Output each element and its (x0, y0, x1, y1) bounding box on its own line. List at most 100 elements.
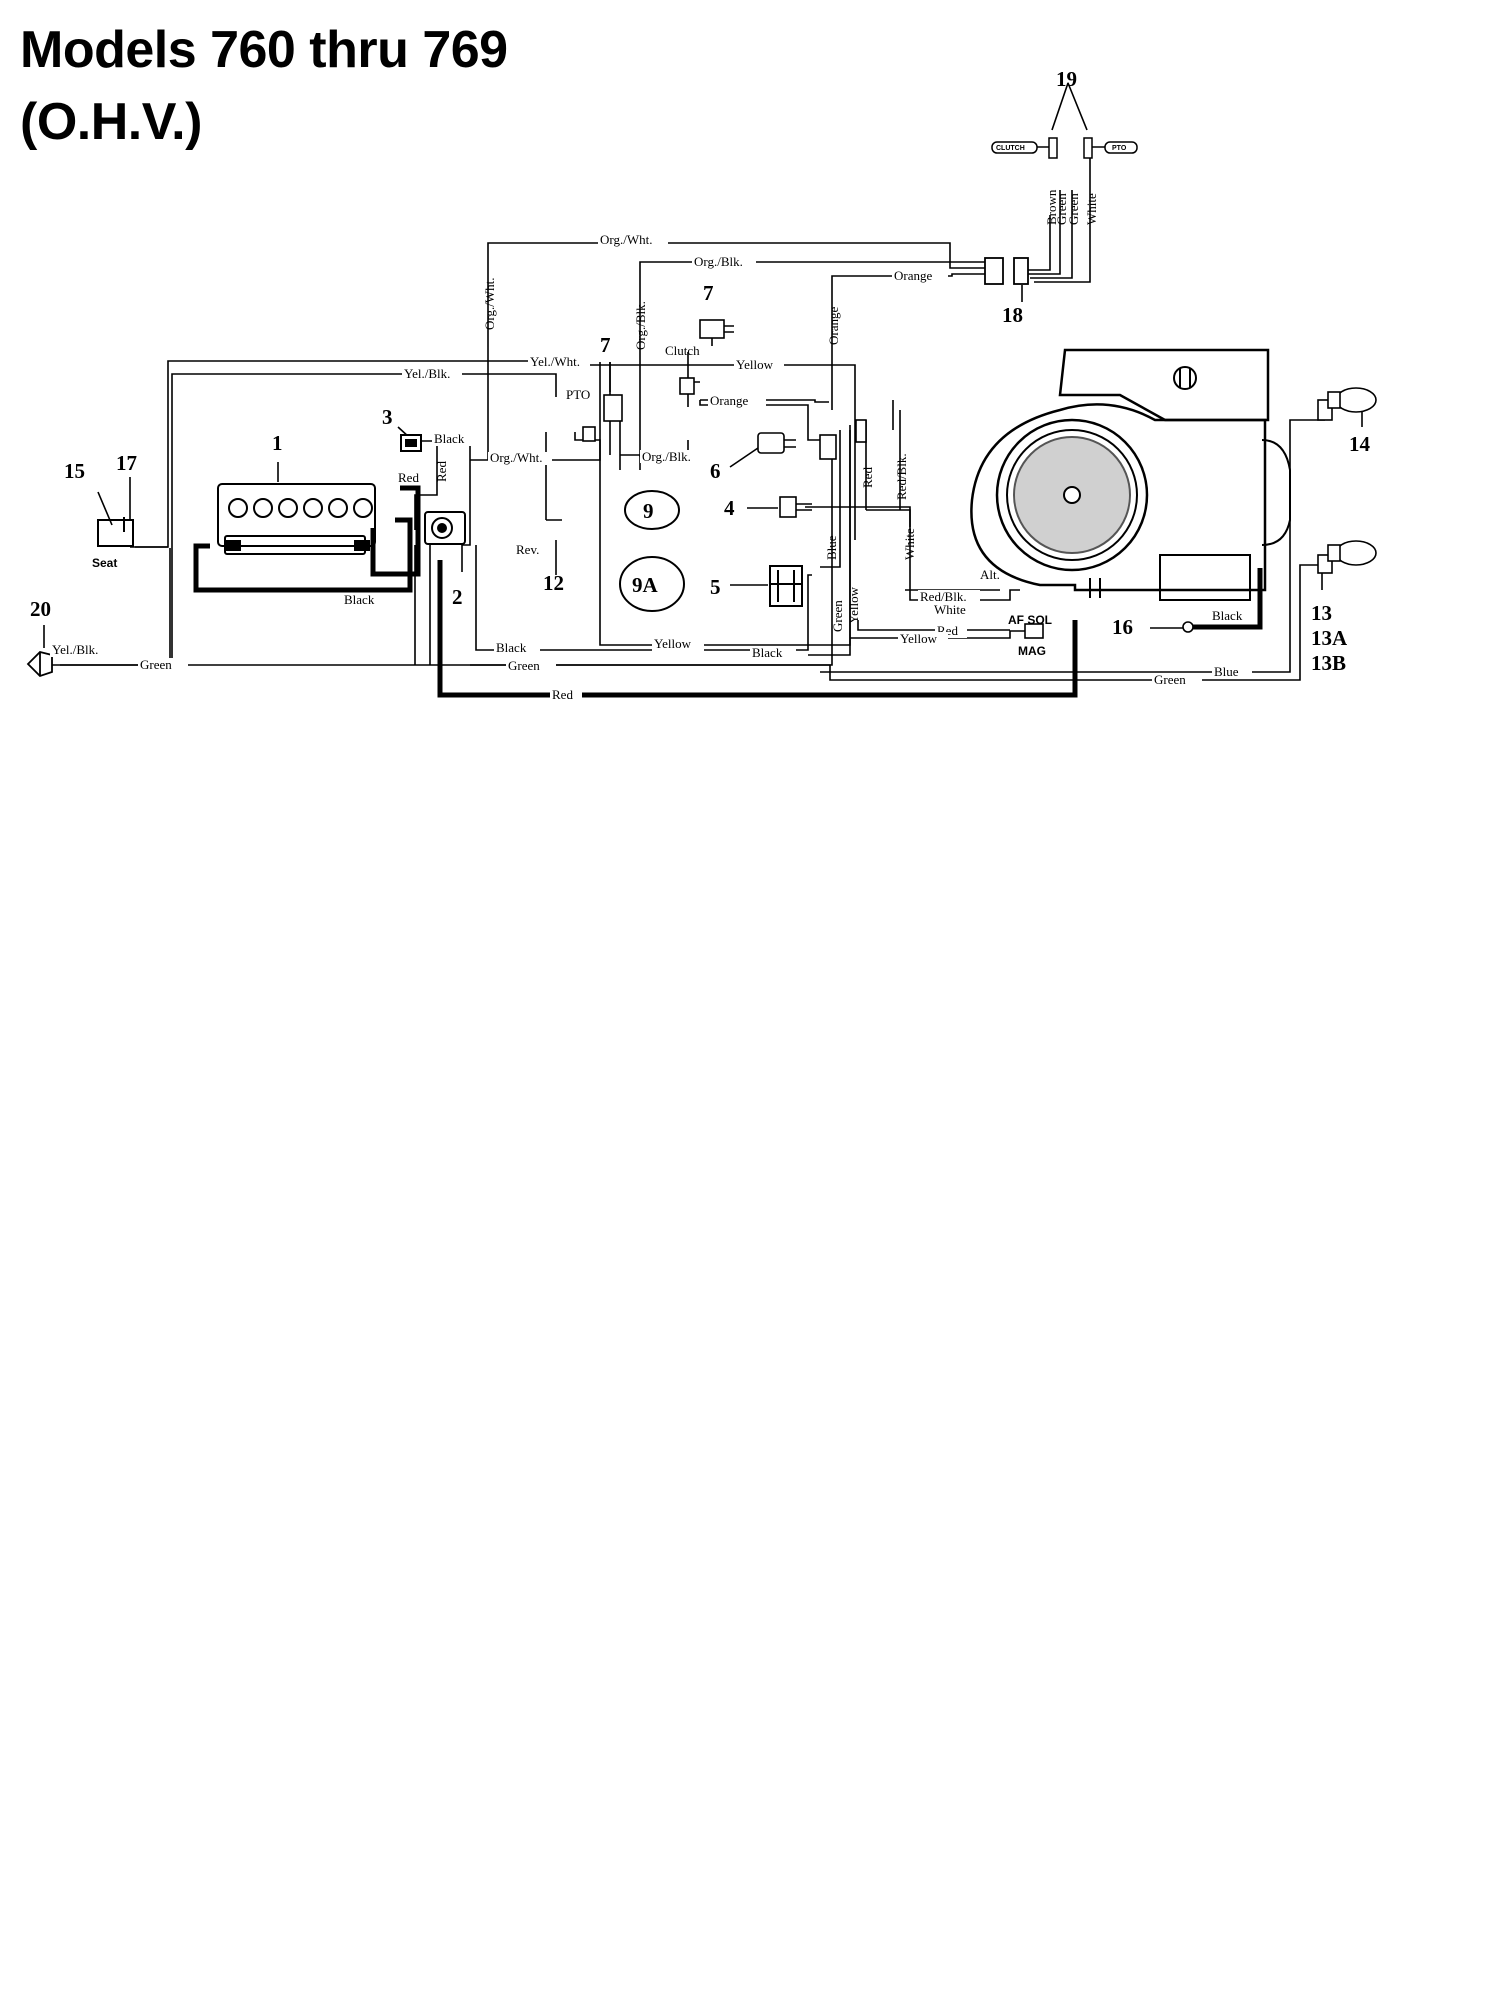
callout-13: 13 (1311, 601, 1332, 625)
label-rev: Rev. (516, 542, 539, 557)
label-green-bot3: Green (1154, 672, 1186, 687)
wire-org-wht-top (487, 242, 985, 347)
label-red-blk: Red/Blk. (894, 453, 909, 500)
wire-orange-top (831, 273, 985, 410)
callout-2: 2 (452, 585, 463, 609)
circle-9 (619, 490, 685, 612)
label-af-sol: AF SOL (1008, 613, 1052, 627)
label-blue-bot: Blue (1214, 664, 1239, 679)
callout-9A: 9A (632, 573, 659, 597)
label-org-wht-vert: Org./Wht. (482, 278, 497, 330)
connector-block (819, 419, 867, 460)
wire-red-blk-right (892, 400, 901, 510)
label-yellow-v: Yellow (846, 586, 861, 624)
label-white-v: White (902, 528, 917, 560)
callout-14: 14 (1349, 432, 1371, 456)
label-org-wht-top: Org./Wht. (600, 232, 652, 247)
label-black-3: Black (434, 431, 465, 446)
wire-black-bot2 (808, 430, 851, 656)
label-pto-tag: PTO (1112, 145, 1127, 152)
wire-pointer-6 (729, 447, 759, 468)
label-green-19a: Green (1054, 193, 1069, 225)
wire-blue-v (820, 430, 841, 568)
label-green-bot: Green (140, 657, 172, 672)
page-title: Models 760 thru 769 (20, 21, 508, 79)
callout-12: 12 (543, 571, 564, 595)
label-red-h: Red (398, 470, 419, 485)
label-green-19b: Green (1066, 193, 1081, 225)
label-mag: MAG (1018, 644, 1046, 658)
label-green-bot2: Green (508, 658, 540, 673)
wire-19-leads (1020, 150, 1091, 283)
label-org-blk-mid: Org./Blk. (642, 449, 691, 464)
cable-red-battery (370, 485, 421, 577)
engine (970, 348, 1291, 601)
label-yellow-bot2: Yellow (654, 636, 692, 651)
label-orange-vert: Orange (826, 307, 841, 345)
wire-orange-mid (699, 400, 828, 441)
component-4 (779, 496, 812, 518)
label-green-v: Green (830, 600, 845, 632)
wire-blue-13 (820, 419, 1325, 673)
component-6 (757, 432, 796, 454)
label-yellow-top: Yellow (736, 357, 774, 372)
label-red-bottom: Red (552, 687, 573, 702)
connector-19 (991, 137, 1138, 159)
label-org-blk-vert: Org./Blk. (633, 301, 648, 350)
lamp-14 (1317, 387, 1377, 421)
label-red-right: Red (860, 467, 875, 488)
plug-20 (26, 651, 53, 678)
ground-16 (1182, 621, 1194, 633)
label-clutch: Clutch (665, 343, 700, 358)
label-pto: PTO (566, 387, 590, 402)
battery (217, 483, 376, 555)
callout-18: 18 (1002, 303, 1023, 327)
callout-15: 15 (64, 459, 85, 483)
callout-1: 1 (272, 431, 283, 455)
cable-black-16 (1190, 568, 1263, 630)
wire-red-3 (414, 441, 438, 530)
af-sol-connector (1024, 623, 1044, 639)
seat-switch (97, 517, 134, 547)
label-org-blk-top: Org./Blk. (694, 254, 743, 269)
label-black-bot2: Black (752, 645, 783, 660)
callout-6: 6 (710, 459, 721, 483)
clutch-connector (679, 319, 734, 395)
wire-green-13 (1070, 564, 1320, 681)
label-yel-blk-20: Yel./Blk. (52, 642, 98, 657)
cable-black-battery (193, 517, 413, 593)
label-org-wht-mid: Org./Wht. (490, 450, 542, 465)
label-orange-top: Orange (894, 268, 932, 283)
label-yel-wht: Yel./Wht. (530, 354, 580, 369)
wire-ground-2 (414, 545, 431, 665)
lamp-13 (1317, 540, 1377, 574)
label-white-19: White (1084, 193, 1099, 225)
wire-red-bot (857, 620, 1010, 631)
label-red-blk-alt: Red/Blk. (920, 589, 967, 604)
label-brown: Brown (1044, 189, 1059, 225)
label-black-batt: Black (344, 592, 375, 607)
label-red-v: Red (434, 461, 449, 482)
label-blue-v: Blue (824, 535, 839, 560)
label-yellow-bot: Yellow (900, 631, 938, 646)
wire-rev (545, 432, 562, 521)
wire-black-bot (475, 545, 812, 651)
wire-19-pointer (1051, 82, 1088, 131)
label-clutch-tag: CLUTCH (996, 145, 1025, 152)
cable-red-main (437, 560, 1078, 698)
callout-19: 19 (1056, 67, 1077, 91)
label-black-16: Black (1212, 608, 1243, 623)
pto-switch (582, 394, 623, 442)
callout-16: 16 (1112, 615, 1133, 639)
starter-solenoid (424, 511, 466, 545)
callout-17: 17 (116, 451, 137, 475)
component-5 (769, 565, 803, 607)
component-3 (400, 434, 422, 452)
callout-3: 3 (382, 405, 393, 429)
wire-yel-blk (171, 373, 557, 672)
callout-20: 20 (30, 597, 51, 621)
callout-5: 5 (710, 575, 721, 599)
harness-connector-18 (984, 257, 1029, 285)
callout-7a: 7 (600, 333, 611, 357)
